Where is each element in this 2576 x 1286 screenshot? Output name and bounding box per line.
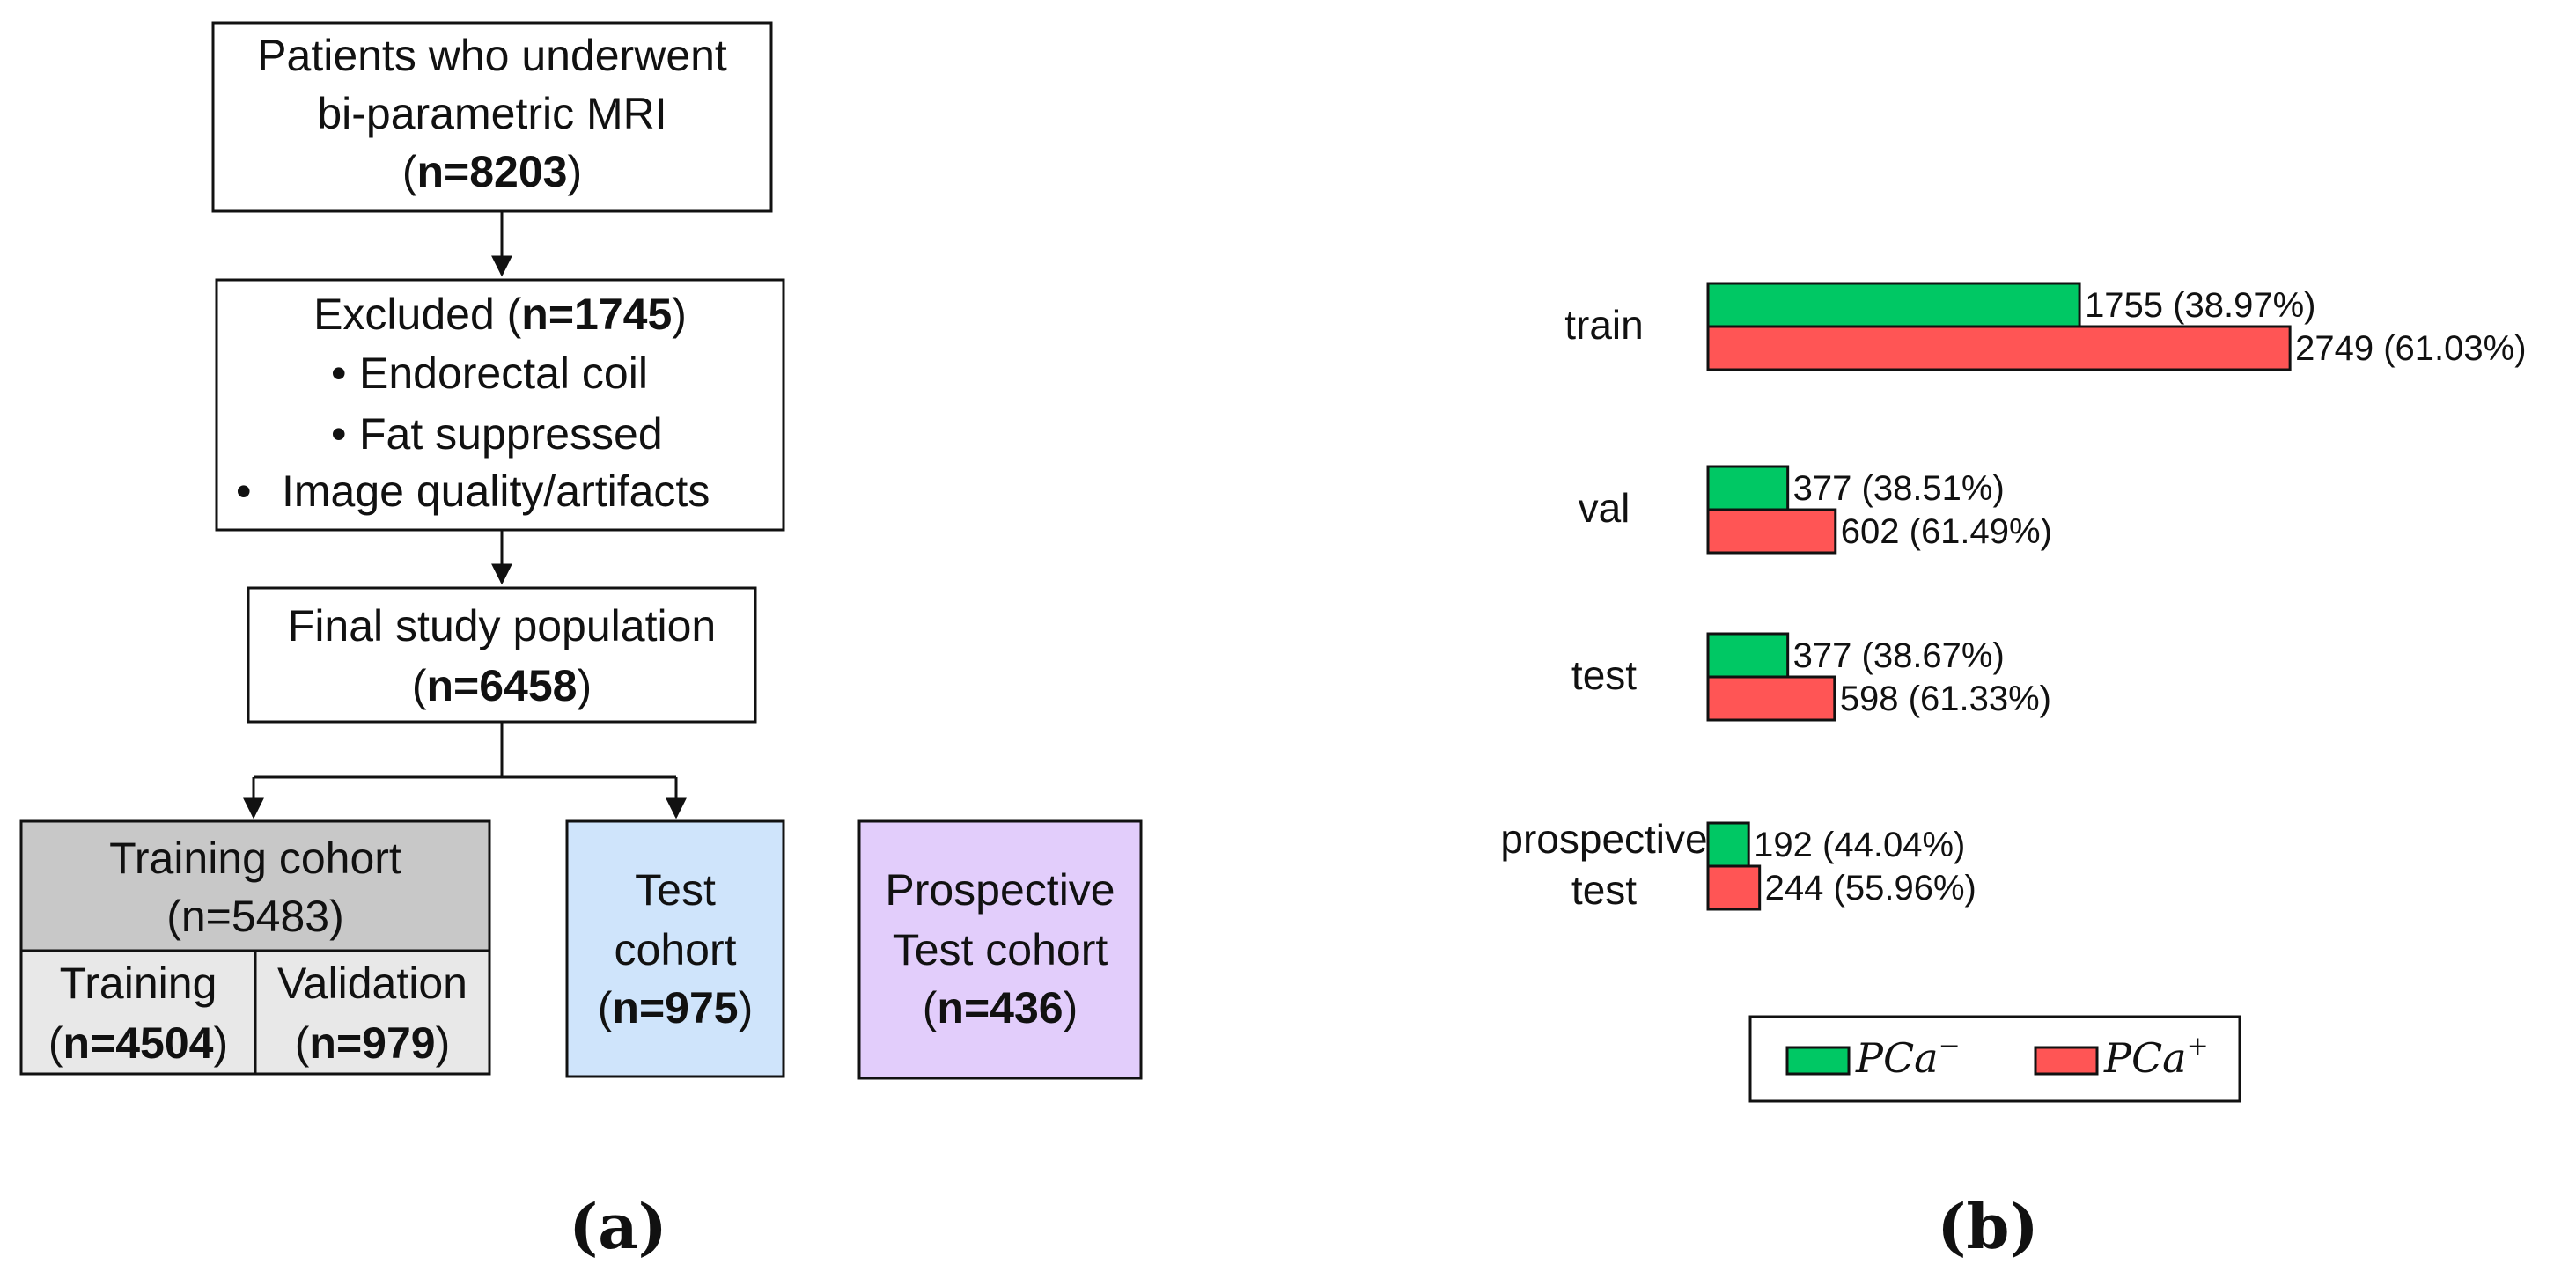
box-patients-count: (n=8203) — [402, 147, 582, 196]
tick-label-val: val — [1579, 485, 1630, 531]
bar-prospective-test-neg — [1706, 821, 1750, 868]
box-test-cohort — [565, 819, 785, 1078]
prospective-count: (n=436) — [923, 983, 1078, 1032]
test-cohort-line2: cohort — [615, 925, 737, 974]
bar-test-neg — [1706, 632, 1790, 679]
box-excluded — [215, 278, 785, 532]
tick-label-train: train — [1564, 302, 1643, 348]
data-label-test-pos: 598 (61.33%) — [1840, 680, 2051, 718]
legend-label-pos: PCa+ — [2103, 1031, 2209, 1082]
test-cohort-count: (n=975) — [598, 983, 753, 1032]
excluded-item-3: Image quality/artifacts — [282, 467, 710, 516]
legend: PCa− PCa+ — [1748, 1015, 2241, 1103]
box-patients-line1: Patients who underwent — [257, 31, 727, 80]
bar-val-neg — [1706, 465, 1790, 511]
bar-prospective-test-pos — [1706, 864, 1762, 911]
box-final-count: (n=6458) — [412, 661, 592, 710]
tick-label-prospective-test-0: prospective — [1500, 816, 1707, 862]
box-final-line1: Final study population — [288, 601, 716, 650]
bar-chart: 1755 (38.97%) 2749 (61.03%) train 377 (38.5… — [1500, 282, 2527, 913]
data-label-train-pos: 2749 (61.03%) — [2295, 329, 2526, 368]
validation-count: (n=979) — [295, 1018, 450, 1068]
box-prospective-cohort — [857, 819, 1143, 1080]
prospective-line1: Prospective — [885, 865, 1115, 915]
training-cohort-count: (n=5483) — [166, 892, 344, 941]
training-label: Training — [60, 959, 217, 1008]
box-training — [19, 949, 257, 1076]
data-label-prospective-test-pos: 244 (55.96%) — [1765, 869, 1976, 908]
legend-swatch-pos — [2034, 1046, 2099, 1076]
training-cohort-title: Training cohort — [109, 834, 401, 883]
tick-label-prospective-test-1: test — [1571, 867, 1637, 913]
legend-label-neg: PCa− — [1855, 1031, 1961, 1082]
legend-swatch-neg — [1785, 1046, 1851, 1076]
bullet-3: • — [236, 467, 252, 516]
box-excluded-title: Excluded (n=1745) — [313, 290, 687, 339]
box-validation — [254, 949, 491, 1076]
data-label-test-neg: 377 (38.67%) — [1793, 636, 2005, 675]
box-training-cohort — [19, 819, 491, 952]
tick-label-test: test — [1571, 652, 1637, 698]
box-patients — [211, 21, 773, 213]
prospective-line2: Test cohort — [893, 925, 1108, 974]
training-count: (n=4504) — [48, 1018, 228, 1068]
validation-label: Validation — [277, 959, 467, 1008]
bullet-1: • — [331, 349, 347, 398]
caption-b: (b) — [1937, 1190, 2038, 1263]
excluded-item-2: Fat suppressed — [359, 409, 663, 459]
box-final — [247, 586, 757, 724]
bullet-2: • — [331, 409, 347, 459]
excluded-item-1: Endorectal coil — [359, 349, 648, 398]
bar-train-pos — [1706, 325, 2292, 371]
data-label-prospective-test-neg: 192 (44.04%) — [1754, 826, 1965, 864]
data-label-val-neg: 377 (38.51%) — [1793, 469, 2005, 508]
bar-test-pos — [1706, 675, 1836, 722]
test-cohort-line1: Test — [635, 865, 716, 915]
flowchart: Patients who underwent bi-parametric MRI… — [19, 21, 1143, 1263]
bar-val-pos — [1706, 508, 1837, 555]
bar-train-neg — [1706, 282, 2081, 328]
box-patients-line2: bi-parametric MRI — [317, 89, 666, 138]
caption-a: (a) — [569, 1190, 667, 1263]
data-label-train-neg: 1755 (38.97%) — [2085, 286, 2315, 325]
data-label-val-pos: 602 (61.49%) — [1841, 512, 2052, 551]
